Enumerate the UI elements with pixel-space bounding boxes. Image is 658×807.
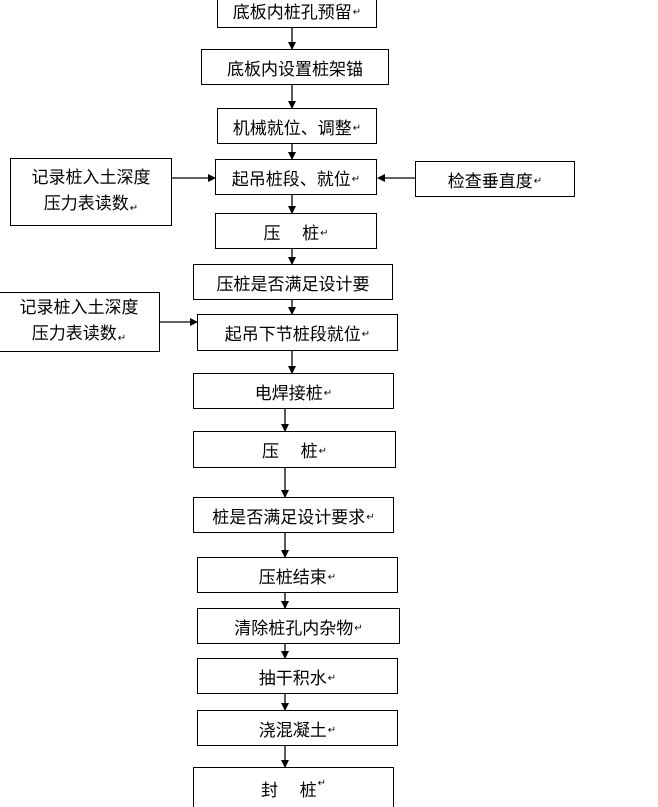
step-3-label: 机械就位、调整 [232,118,352,139]
step-7: 起吊下节桩段就位↵ [197,314,398,351]
step-2: 底板内设置桩架锚 [201,49,389,85]
paragraph-mark: ↵ [366,511,375,523]
paragraph-mark: ↵ [318,446,327,457]
paragraph-mark: ↵ [533,175,543,187]
side-note-3-line-2: 压力表读数 [31,323,117,344]
step-11-label: 压桩结束 [258,567,327,588]
step-12: 清除桩孔内杂物↵ [197,608,400,644]
paragraph-mark: ↵ [317,778,326,789]
step-9-label: 压 桩 [261,442,318,462]
step-4-label: 起吊桩段、就位 [231,169,351,190]
side-note-1-line-2: 压力表读数 [43,193,129,214]
step-8-label: 电焊接桩 [254,383,323,404]
paragraph-mark: ↵ [129,202,139,214]
step-7-label: 起吊下节桩段就位 [224,325,361,345]
step-8: 电焊接桩↵ [193,373,394,409]
step-1-label: 底板内桩孔预留 [232,2,352,23]
paragraph-mark: ↵ [361,329,371,340]
step-10: 桩是否满足设计要求↵ [193,497,394,533]
step-14-label: 浇混凝土 [258,720,327,741]
step-3: 机械就位、调整↵ [217,108,377,144]
side-note-1-line-2-wrap: 压力表读数↵ [44,191,138,220]
step-6-label: 压桩是否满足设计要 [216,274,370,295]
paragraph-mark: ↵ [352,122,362,134]
side-note-3-line-1: 记录桩入土深度 [19,297,139,318]
paragraph-mark: ↵ [320,227,329,239]
step-6: 压桩是否满足设计要 [193,264,393,300]
side-note-record-1: 记录桩入土深度 压力表读数↵ [10,158,172,226]
step-14: 浇混凝土↵ [197,710,398,746]
paragraph-mark: ↵ [117,332,127,344]
step-5-label: 压 桩 [263,223,320,244]
step-4: 起吊桩段、就位↵ [215,159,377,195]
step-12-label: 清除桩孔内杂物 [234,618,354,639]
step-15-label: 封 桩 [260,781,317,801]
step-11: 压桩结束↵ [197,557,398,593]
side-note-record-2: 记录桩入土深度 压力表读数↵ [0,292,160,352]
step-10-label: 桩是否满足设计要求 [212,507,366,528]
paragraph-mark: ↵ [351,173,361,185]
paragraph-mark: ↵ [354,622,363,634]
step-15: 封 桩↵ [193,767,394,807]
side-note-3-line-2-wrap: 压力表读数↵ [32,321,126,350]
paragraph-mark: ↵ [327,672,337,684]
step-9: 压 桩↵ [193,431,396,468]
step-13: 抽干积水↵ [197,658,398,694]
paragraph-mark: ↵ [352,6,362,18]
paragraph-mark: ↵ [327,724,337,736]
paragraph-mark: ↵ [327,571,337,583]
paragraph-mark: ↵ [323,387,333,399]
step-1: 底板内桩孔预留↵ [217,0,377,28]
step-2-label: 底板内设置桩架锚 [227,59,363,80]
side-note-1-line-1: 记录桩入土深度 [31,167,151,188]
side-note-2-label: 检查垂直度 [447,171,533,192]
step-5: 压 桩↵ [215,213,377,249]
step-13-label: 抽干积水 [258,668,327,689]
side-note-check-verticality: 检查垂直度↵ [415,161,575,197]
